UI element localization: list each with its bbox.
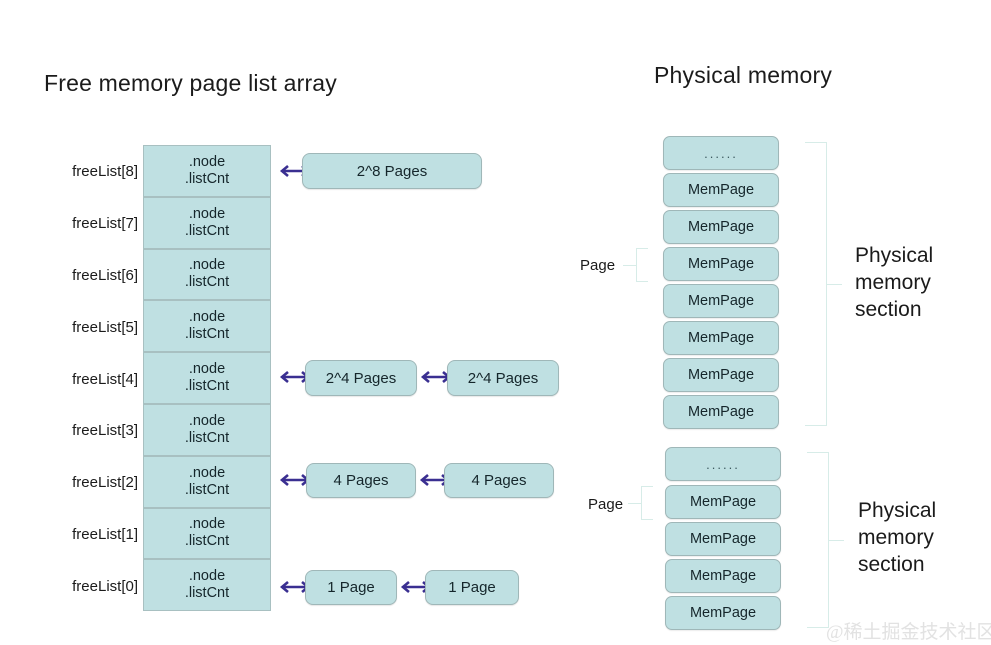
mempage-box-s1-4[interactable]: MemPage	[663, 284, 779, 318]
array-cell-freelist-0[interactable]: .node .listCnt	[143, 559, 271, 612]
row-label-freelist-3: freeList[3]	[72, 422, 138, 439]
page-node-4pages-b[interactable]: 4 Pages	[444, 463, 554, 498]
page-node-2e4-b[interactable]: 2^4 Pages	[447, 360, 559, 396]
page-tag-s2: Page	[588, 496, 624, 513]
row-label-freelist-0: freeList[0]	[72, 578, 138, 595]
page-tag-s1: Page	[580, 257, 616, 274]
cell-listcnt-field: .listCnt	[184, 326, 230, 343]
cell-node-field: .node	[188, 153, 226, 170]
page-brace-s2	[628, 486, 653, 520]
mempage-box-s2-3[interactable]: MemPage	[665, 559, 781, 593]
page-node-2e4-a[interactable]: 2^4 Pages	[305, 360, 417, 396]
page-title-physical-memory: Physical memory	[654, 62, 833, 88]
cell-listcnt-field: .listCnt	[184, 170, 230, 187]
array-cell-freelist-2[interactable]: .node .listCnt	[143, 455, 271, 508]
mempage-box-dots-s2: ......	[665, 447, 781, 481]
cell-listcnt-field: .listCnt	[184, 585, 230, 602]
cell-listcnt-field: .listCnt	[184, 481, 230, 498]
mempage-box-dots-s1: ......	[663, 136, 779, 170]
cell-listcnt-field: .listCnt	[184, 429, 230, 446]
section-label-line-1: Physical	[855, 244, 934, 267]
page-node-1page-a[interactable]: 1 Page	[305, 570, 397, 605]
row-label-freelist-2: freeList[2]	[72, 474, 138, 491]
array-cell-freelist-5[interactable]: .node .listCnt	[143, 300, 271, 353]
cell-listcnt-field: .listCnt	[184, 222, 230, 239]
cell-listcnt-field: .listCnt	[184, 533, 230, 550]
watermark: @稀土掘金技术社区	[826, 622, 991, 643]
array-cell-freelist-6[interactable]: .node .listCnt	[143, 248, 271, 301]
cell-node-field: .node	[188, 568, 226, 585]
section-label-line-2: memory	[858, 525, 934, 549]
mempage-box-s2-1[interactable]: MemPage	[665, 485, 781, 519]
cell-node-field: .node	[188, 516, 226, 533]
section-label-line-3: section	[855, 297, 922, 321]
cell-node-field: .node	[188, 205, 226, 222]
mempage-box-s1-3[interactable]: MemPage	[663, 247, 779, 281]
mempage-box-s1-2[interactable]: MemPage	[663, 210, 779, 244]
array-cell-freelist-7[interactable]: .node .listCnt	[143, 196, 271, 249]
cell-node-field: .node	[188, 309, 226, 326]
mempage-box-s1-1[interactable]: MemPage	[663, 173, 779, 207]
array-cell-freelist-1[interactable]: .node .listCnt	[143, 507, 271, 560]
section-label-line-2: memory	[855, 270, 931, 294]
row-label-freelist-4: freeList[4]	[72, 371, 138, 388]
cell-node-field: .node	[188, 412, 226, 429]
section-label-s2: Physical memory section	[858, 498, 936, 579]
mempage-box-s1-6[interactable]: MemPage	[663, 358, 779, 392]
mempage-box-s1-5[interactable]: MemPage	[663, 321, 779, 355]
array-cell-freelist-8[interactable]: .node .listCnt	[143, 145, 271, 197]
cell-node-field: .node	[188, 360, 226, 377]
mempage-box-s2-4[interactable]: MemPage	[665, 596, 781, 630]
array-cell-freelist-3[interactable]: .node .listCnt	[143, 404, 271, 456]
page-node-1page-b[interactable]: 1 Page	[425, 570, 519, 605]
section-brace-s1	[805, 142, 842, 426]
cell-listcnt-field: .listCnt	[184, 274, 230, 291]
cell-node-field: .node	[188, 464, 226, 481]
cell-node-field: .node	[188, 257, 226, 274]
row-label-freelist-5: freeList[5]	[72, 319, 138, 336]
array-cell-freelist-4[interactable]: .node .listCnt	[143, 352, 271, 404]
page-brace-s1	[623, 248, 648, 282]
page-node-4pages-a[interactable]: 4 Pages	[306, 463, 416, 498]
section-label-s1: Physical memory section	[855, 243, 933, 324]
row-label-freelist-6: freeList[6]	[72, 267, 138, 284]
page-title-free-list: Free memory page list array	[44, 70, 337, 96]
section-brace-s2	[807, 452, 844, 628]
section-label-line-1: Physical	[858, 499, 937, 522]
mempage-box-s1-7[interactable]: MemPage	[663, 395, 779, 429]
row-label-freelist-7: freeList[7]	[72, 215, 138, 232]
cell-listcnt-field: .listCnt	[184, 378, 230, 395]
row-label-freelist-8: freeList[8]	[72, 163, 138, 180]
row-label-freelist-1: freeList[1]	[72, 526, 138, 543]
section-label-line-3: section	[858, 552, 925, 576]
mempage-box-s2-2[interactable]: MemPage	[665, 522, 781, 556]
page-node-2e8-a[interactable]: 2^8 Pages	[302, 153, 482, 189]
